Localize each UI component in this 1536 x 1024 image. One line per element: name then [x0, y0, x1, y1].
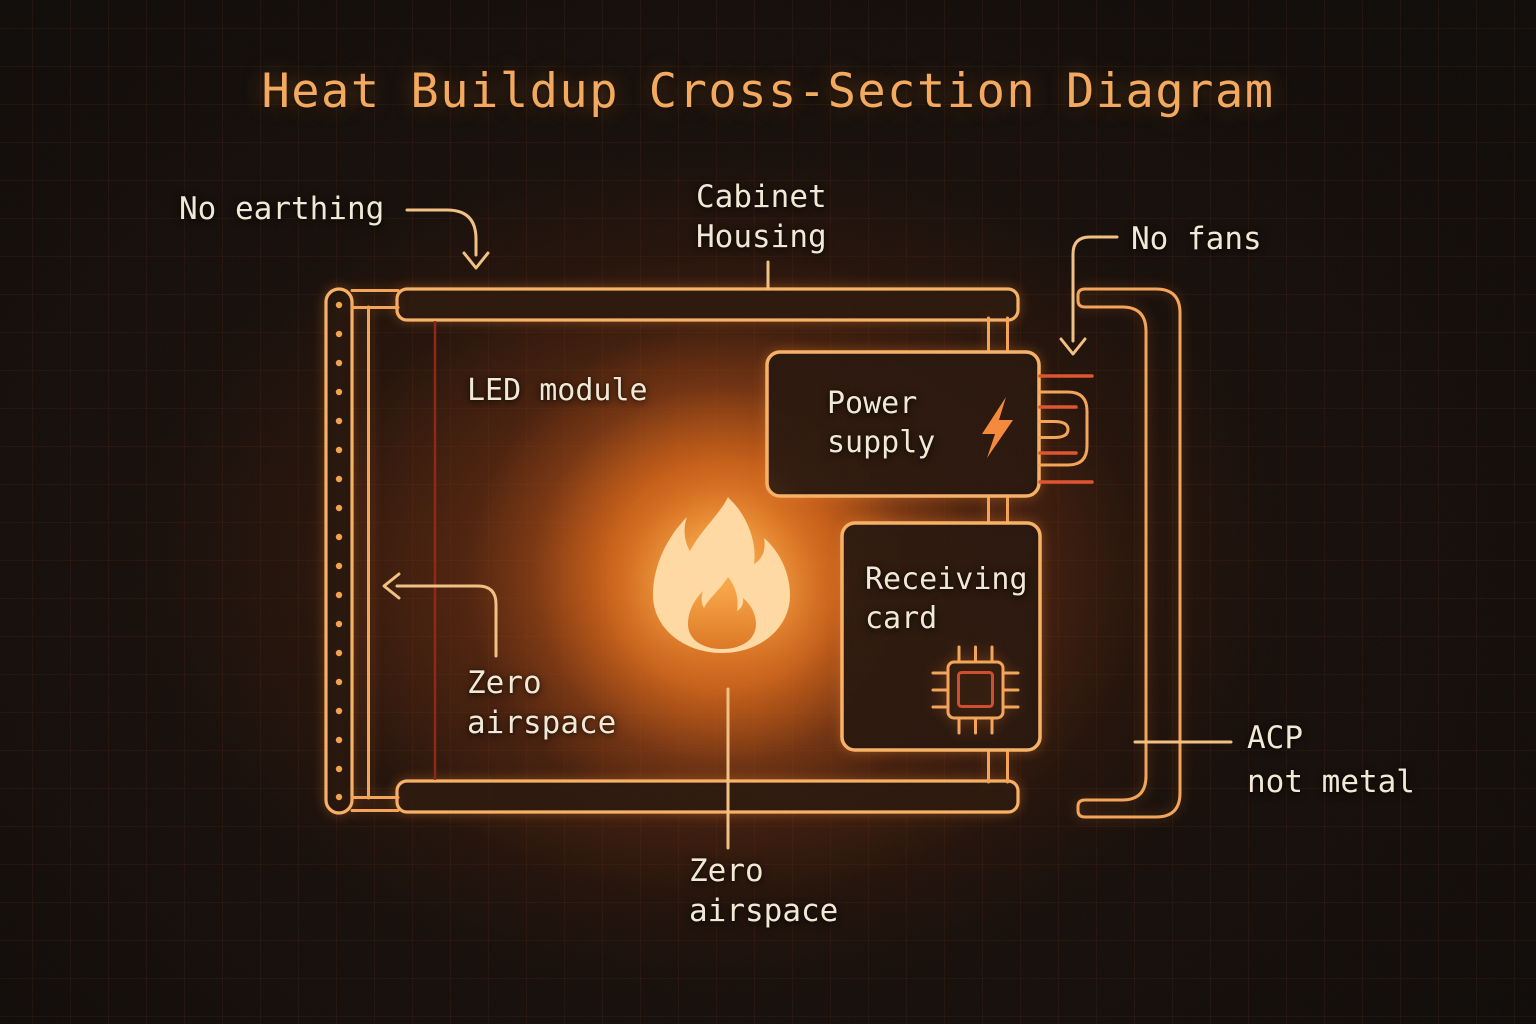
vignette-overlay [0, 0, 1536, 1024]
heat-buildup-diagram: Heat Buildup Cross-Section Diagram No ea… [0, 0, 1536, 1024]
